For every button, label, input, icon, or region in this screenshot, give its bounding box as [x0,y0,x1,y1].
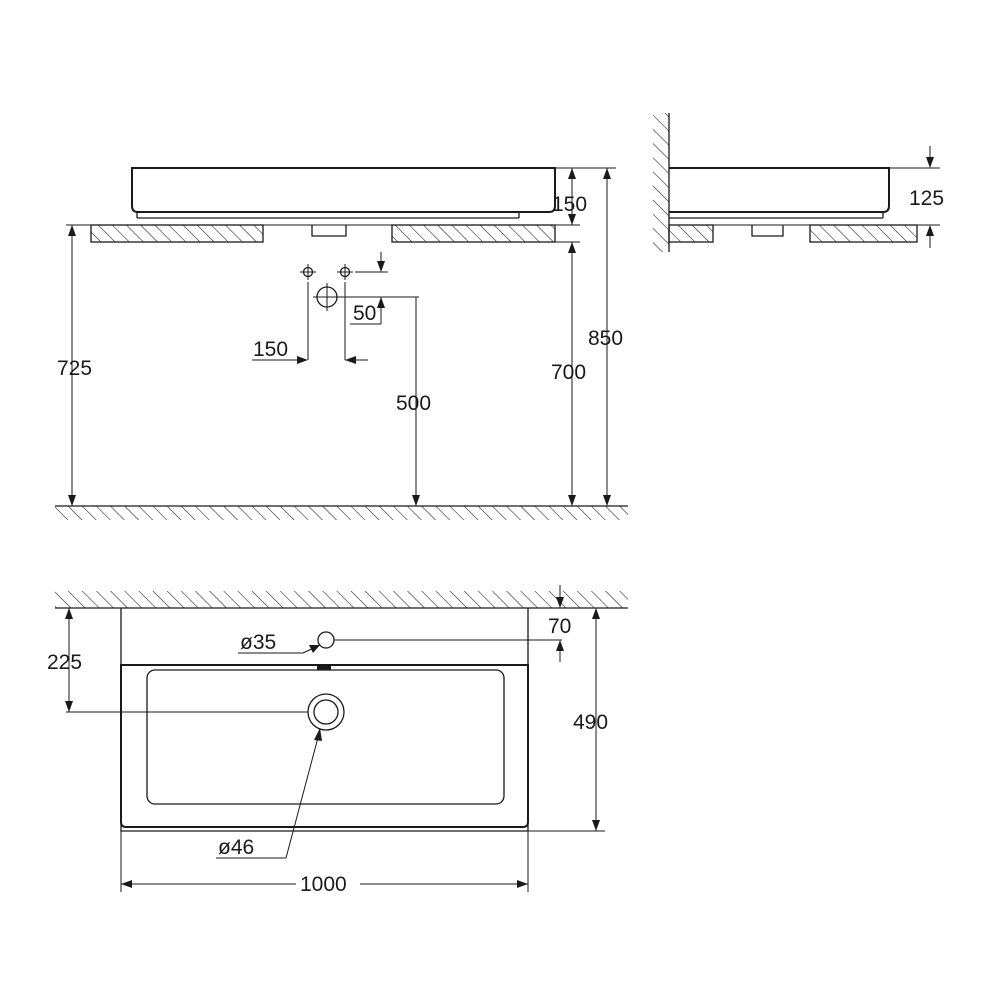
label-waste-height: 500 [396,392,431,415]
label-side-depth: 125 [909,187,944,210]
label-rim-height: 700 [551,361,586,384]
side-basin-outline [669,167,890,213]
label-tap-offset: 50 [353,302,376,325]
label-tap-setback: 70 [548,615,571,638]
dim-tap-offset: 50 [341,252,419,325]
front-countertop-right [391,224,556,243]
waste-connection [313,283,341,311]
dim-overall-depth: 490 [528,608,608,832]
dim-tap-hole-diameter: ø35 [238,631,321,654]
dim-overall-height: 850 [580,167,623,506]
tap-hole [317,631,335,649]
label-overall-depth: 490 [573,711,608,734]
tap-connection-right [337,264,353,280]
label-overall-width: 1000 [300,873,347,896]
side-view: 125 [653,113,944,252]
dim-counter-height: 725 [57,224,92,506]
top-overflow [317,666,331,670]
side-countertop-right [809,224,918,243]
front-basin-outline [131,167,556,213]
label-depth-to-waste: 225 [47,651,82,674]
label-counter-height: 725 [57,357,92,380]
top-wall-hatch [55,591,628,608]
side-drain [751,225,784,237]
tap-connection-left [300,264,316,280]
front-floor-hatch [55,506,628,520]
top-basin-rim [120,664,529,828]
label-tap-spacing: 150 [253,338,288,361]
label-waste-diameter: ø46 [218,836,254,859]
dim-side-depth: 125 [889,146,944,248]
top-view: ø35 ø46 225 70 [47,585,628,896]
top-basin-bowl [146,669,505,805]
front-drain [311,225,347,237]
dim-waste-diameter: ø46 [216,728,322,859]
dim-basin-height: 150 [552,167,587,226]
waste-inner [313,699,339,725]
top-basin-outer [120,608,529,832]
label-tap-hole-diameter: ø35 [240,631,276,654]
dim-tap-spacing: 150 [252,282,368,364]
side-wall-hatch [653,113,669,252]
front-countertop-left [90,224,264,243]
dim-depth-to-waste: 225 [47,608,308,713]
label-overall-height: 850 [588,327,623,350]
label-basin-height: 150 [552,193,587,216]
dim-overall-width: 1000 [120,831,529,896]
dim-waste-height: 500 [396,297,431,506]
dim-rim-height: 700 [551,241,586,506]
front-view: 150 50 500 725 [55,167,628,520]
side-countertop-left [668,224,714,243]
dim-tap-setback: 70 [548,585,571,662]
